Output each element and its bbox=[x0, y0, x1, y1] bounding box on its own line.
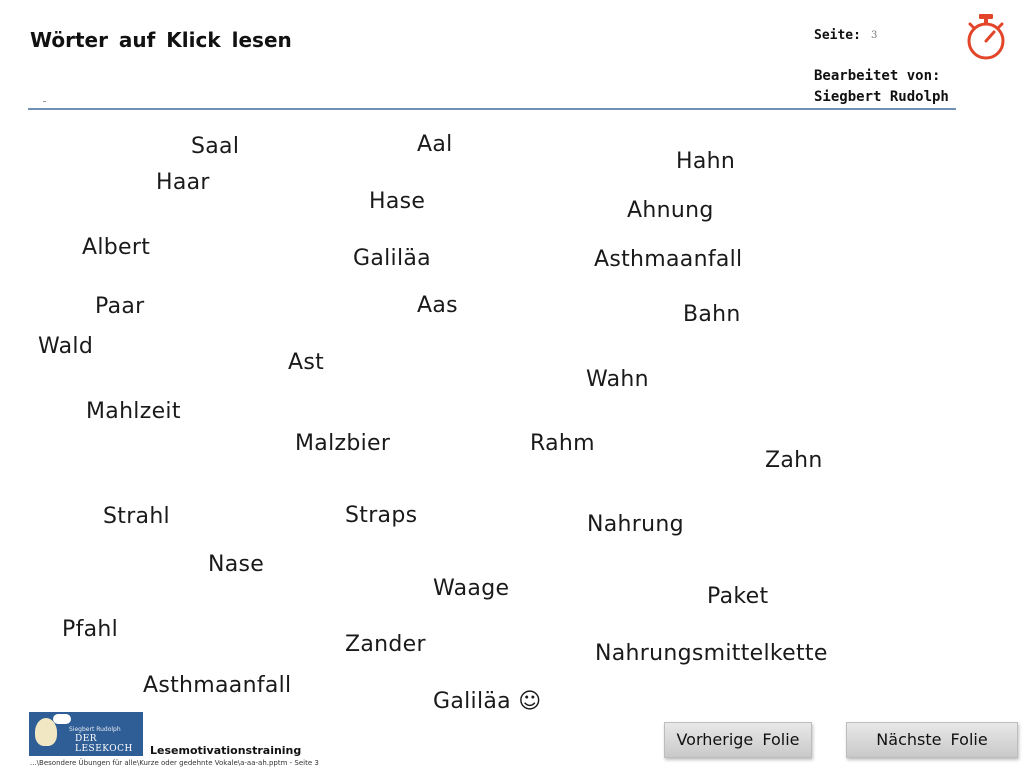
word-malzbier[interactable]: Malzbier bbox=[295, 431, 391, 456]
word-galilaea-smiley[interactable]: Galiläa ☺ bbox=[433, 689, 542, 714]
word-zahn[interactable]: Zahn bbox=[765, 448, 823, 473]
logo-author: Siegbert Rudolph bbox=[69, 726, 121, 733]
author-name: Siegbert Rudolph bbox=[814, 89, 949, 105]
word-ast[interactable]: Ast bbox=[288, 350, 325, 375]
word-haar[interactable]: Haar bbox=[156, 170, 210, 195]
file-path: ...\Besondere Übungen für alle\Kurze ode… bbox=[30, 759, 319, 767]
page-label: Seite: bbox=[814, 28, 861, 43]
word-aal[interactable]: Aal bbox=[417, 132, 453, 157]
word-straps[interactable]: Straps bbox=[345, 503, 418, 528]
word-strahl[interactable]: Strahl bbox=[103, 504, 170, 529]
chef-hat-icon bbox=[53, 714, 71, 724]
previous-slide-button[interactable]: Vorherige Folie bbox=[664, 722, 812, 758]
page-number: 3 bbox=[871, 30, 878, 41]
word-hahn[interactable]: Hahn bbox=[676, 149, 736, 174]
word-hase[interactable]: Hase bbox=[369, 189, 426, 214]
word-aas[interactable]: Aas bbox=[417, 293, 458, 318]
word-wald[interactable]: Wald bbox=[38, 334, 94, 359]
page-title: Wörter auf Klick lesen bbox=[30, 28, 292, 52]
word-saal[interactable]: Saal bbox=[191, 134, 240, 159]
word-mahlzeit[interactable]: Mahlzeit bbox=[86, 399, 181, 424]
logo-brand: DER LESEKOCH bbox=[75, 734, 133, 754]
word-nahrung[interactable]: Nahrung bbox=[587, 512, 684, 537]
edited-by-label: Bearbeitet von: bbox=[814, 68, 941, 84]
word-zander[interactable]: Zander bbox=[345, 632, 426, 657]
lightbulb-icon bbox=[35, 718, 57, 746]
stopwatch-icon[interactable] bbox=[962, 12, 1010, 62]
next-slide-button[interactable]: Nächste Folie bbox=[846, 722, 1018, 758]
word-nahrungsmittelkette[interactable]: Nahrungsmittelkette bbox=[595, 641, 828, 666]
word-ahnung[interactable]: Ahnung bbox=[627, 198, 714, 223]
word-wahn[interactable]: Wahn bbox=[586, 367, 649, 392]
lesekoch-logo: Siegbert Rudolph DER LESEKOCH bbox=[29, 712, 143, 756]
word-rahm[interactable]: Rahm bbox=[530, 431, 595, 456]
word-galilaea[interactable]: Galiläa bbox=[353, 246, 431, 271]
word-pfahl[interactable]: Pfahl bbox=[62, 617, 119, 642]
footer-title: Lesemotivationstraining bbox=[150, 744, 302, 757]
word-albert[interactable]: Albert bbox=[82, 235, 151, 260]
word-paket[interactable]: Paket bbox=[707, 584, 769, 609]
header-dot bbox=[43, 101, 46, 102]
word-bahn[interactable]: Bahn bbox=[683, 302, 741, 327]
word-waage[interactable]: Waage bbox=[433, 576, 510, 601]
author-info: Bearbeitet von: Siegbert Rudolph bbox=[814, 66, 949, 108]
word-asthmaanfall-2[interactable]: Asthmaanfall bbox=[143, 673, 292, 698]
word-paar[interactable]: Paar bbox=[95, 294, 145, 319]
header-divider bbox=[28, 108, 956, 110]
word-asthmaanfall[interactable]: Asthmaanfall bbox=[594, 247, 743, 272]
word-nase[interactable]: Nase bbox=[208, 552, 265, 577]
